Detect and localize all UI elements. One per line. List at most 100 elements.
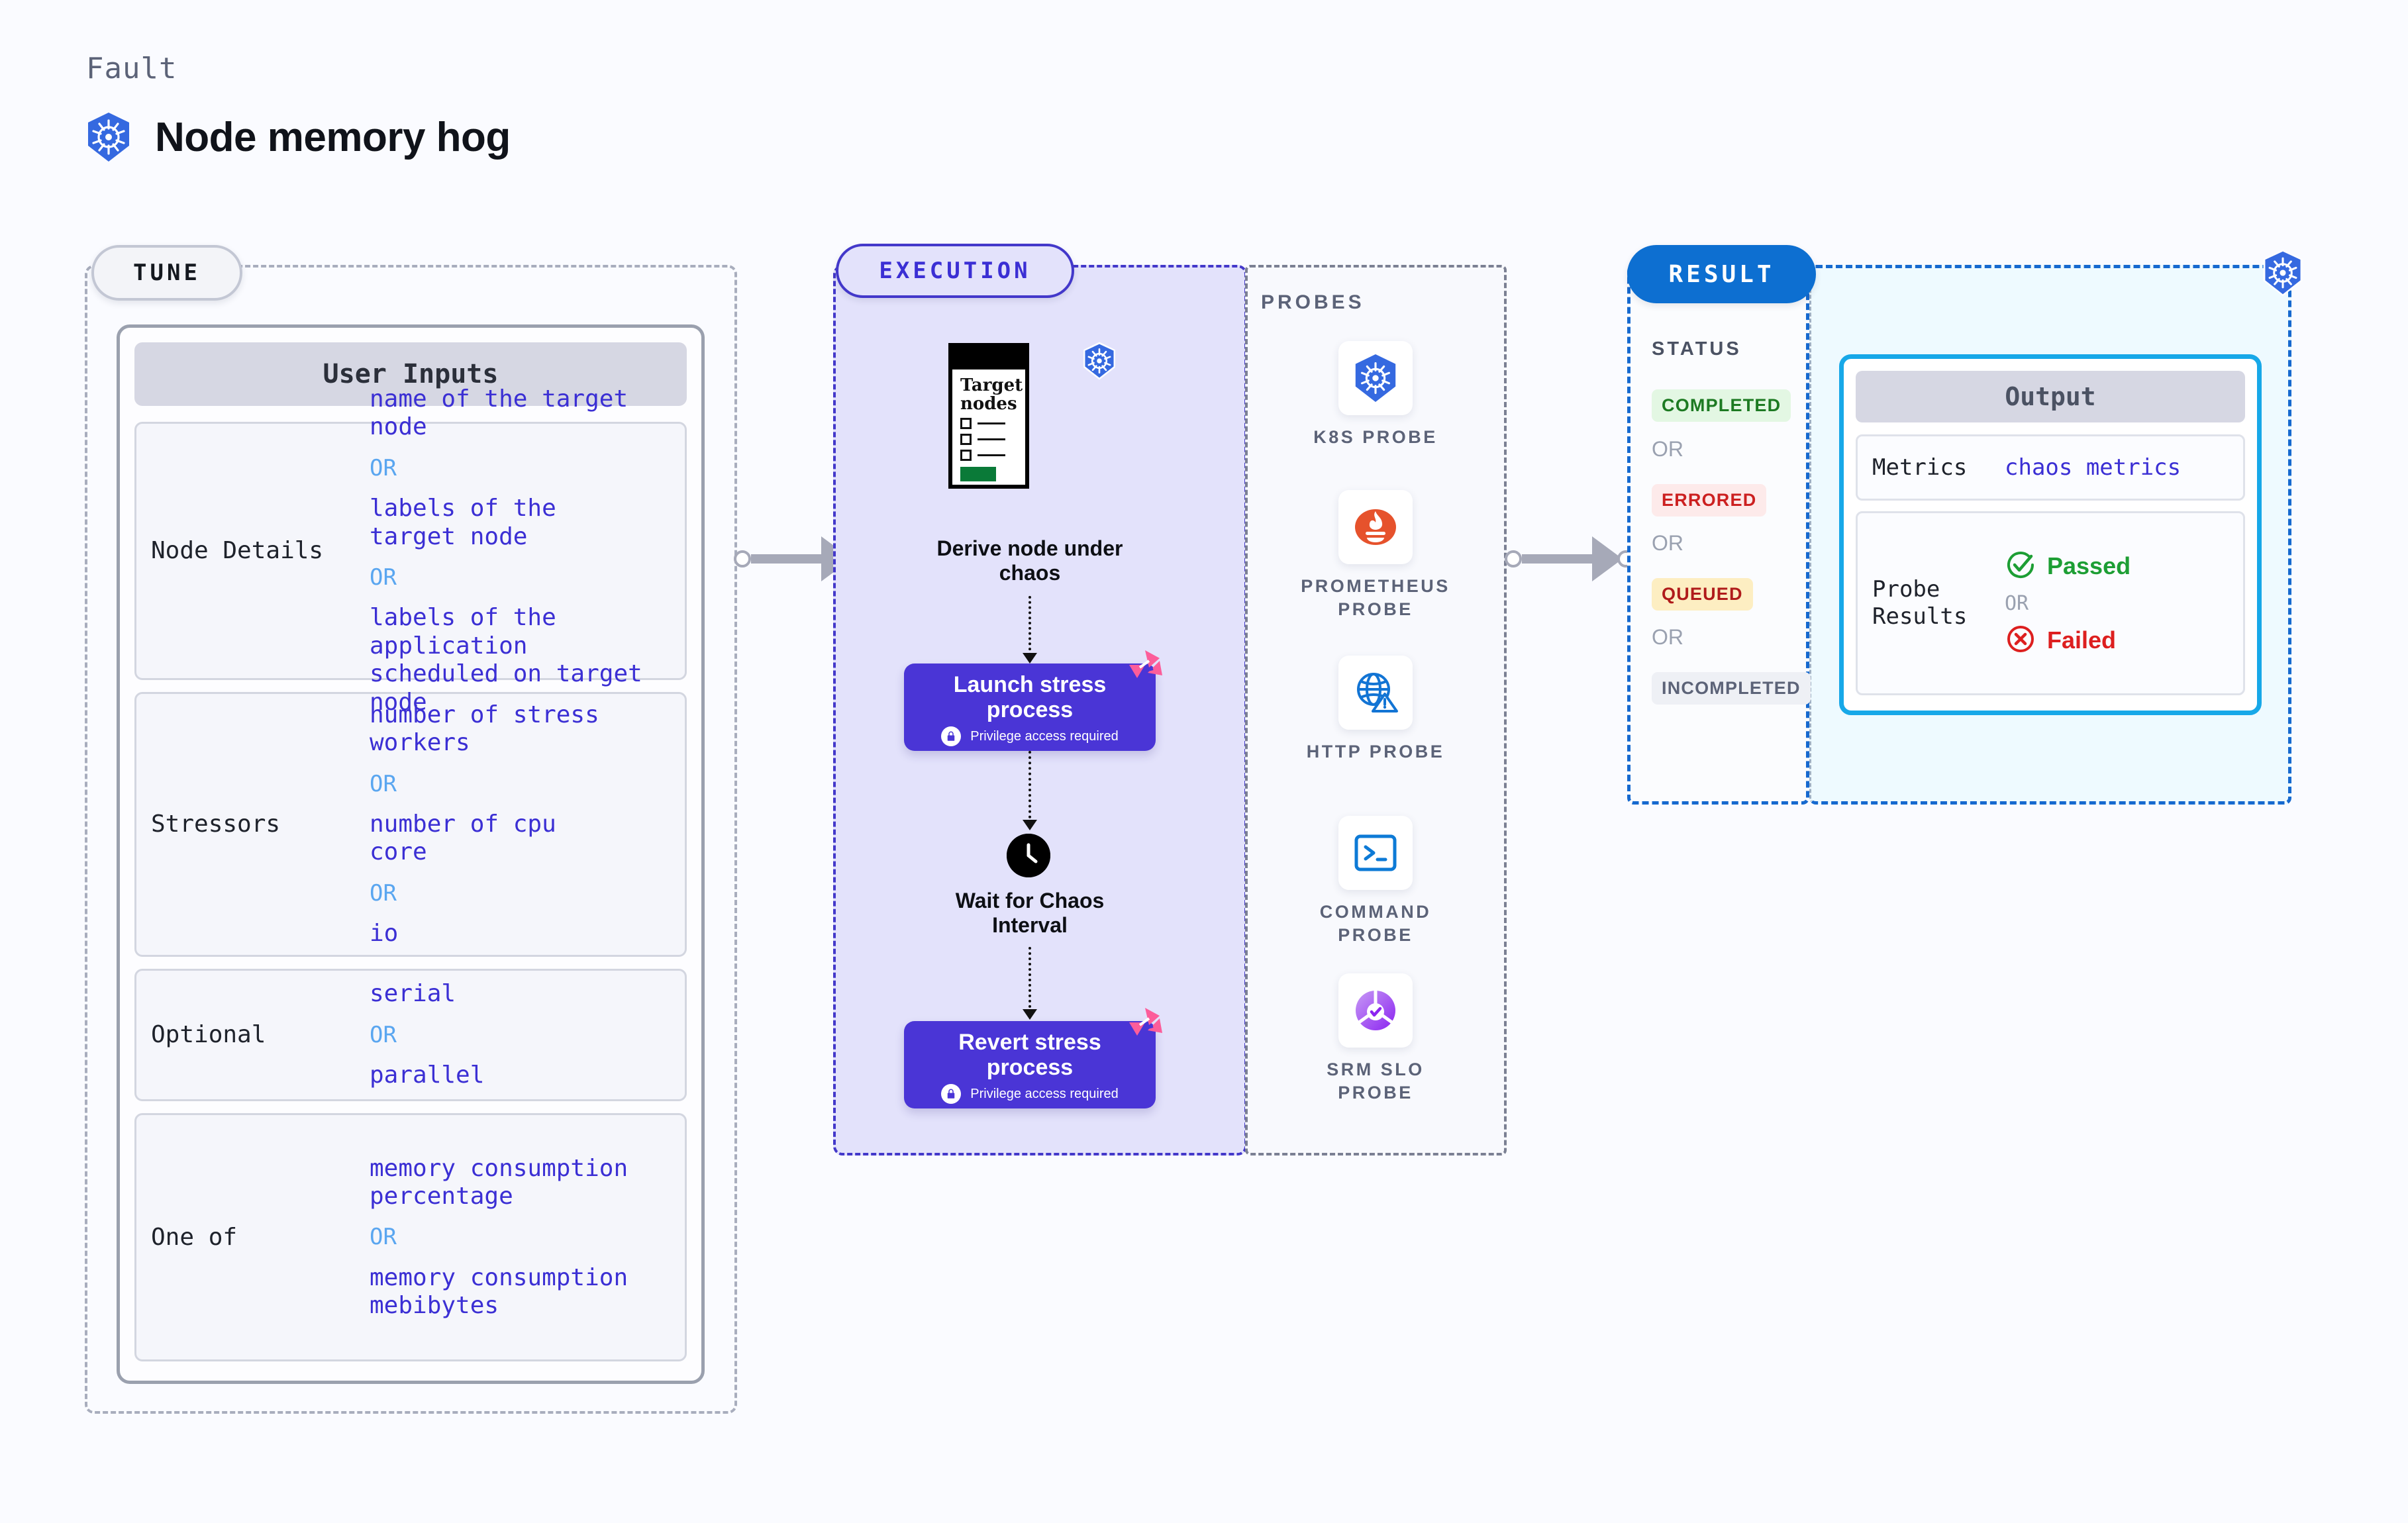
probe-command[interactable]: COMMAND PROBE bbox=[1266, 816, 1485, 947]
or-separator: OR bbox=[1652, 437, 1683, 461]
connector-line bbox=[751, 554, 824, 564]
step-label-derive: Derive node under chaos bbox=[936, 536, 1123, 585]
slo-gauge-icon bbox=[1338, 973, 1413, 1048]
step-label-wait: Wait for Chaos Interval bbox=[955, 889, 1105, 938]
row-label: One of bbox=[151, 1223, 238, 1251]
list-item bbox=[960, 418, 1025, 430]
row-values: number of stress workers OR number of cp… bbox=[370, 701, 599, 948]
row-label: Probe Results bbox=[1872, 576, 1968, 630]
step-subtitle: Privilege access required bbox=[970, 728, 1119, 744]
step-title: Revert stress process bbox=[958, 1029, 1101, 1080]
card-body: Target nodes bbox=[952, 369, 1025, 482]
terminal-icon bbox=[1338, 816, 1413, 890]
user-inputs-card: User Inputs Node Details name of the tar… bbox=[117, 324, 705, 1384]
status-title: STATUS bbox=[1652, 338, 1742, 360]
value-text: parallel bbox=[370, 1061, 485, 1089]
probe-k8s[interactable]: K8S PROBE bbox=[1266, 341, 1485, 449]
lock-icon bbox=[941, 1084, 962, 1105]
row-label: Node Details bbox=[151, 537, 324, 565]
checkbox-icon bbox=[960, 434, 972, 446]
target-nodes-card: Target nodes bbox=[948, 343, 1029, 489]
row-values: chaos metrics bbox=[2005, 454, 2181, 481]
list-item bbox=[960, 434, 1025, 446]
table-row: One of memory consumption percentage OR … bbox=[134, 1113, 687, 1361]
row-label: Metrics bbox=[1872, 454, 1968, 481]
page-title: Node memory hog bbox=[155, 114, 511, 160]
table-row: Optional serial OR parallel bbox=[134, 969, 687, 1101]
or-separator: OR bbox=[370, 879, 397, 907]
status-badge-queued: QUEUED bbox=[1652, 578, 1753, 611]
probe-prometheus[interactable]: PROMETHEUS PROBE bbox=[1266, 490, 1485, 621]
probes-title: PROBES bbox=[1261, 291, 1365, 313]
probe-label: HTTP PROBE bbox=[1306, 742, 1445, 762]
launch-stress-process-box[interactable]: Launch stress process Privilege access r… bbox=[904, 650, 1162, 751]
checkbox-icon bbox=[960, 450, 972, 462]
metrics-row: Metrics chaos metrics bbox=[1856, 434, 2245, 501]
tune-panel bbox=[85, 265, 737, 1414]
step-subtitle: Privilege access required bbox=[970, 1086, 1119, 1101]
line-placeholder bbox=[978, 422, 1005, 425]
value-text: serial bbox=[370, 980, 456, 1008]
globe-warning-icon bbox=[1338, 656, 1413, 730]
output-title: Output bbox=[1856, 371, 2245, 422]
user-inputs-title: User Inputs bbox=[134, 342, 687, 406]
value-text: name of the target node bbox=[370, 385, 628, 441]
flow-arrowhead bbox=[1023, 653, 1037, 663]
probe-label: K8S PROBE bbox=[1313, 427, 1438, 447]
green-bar bbox=[960, 467, 996, 482]
kubernetes-icon bbox=[1338, 341, 1413, 415]
probe-result-failed: Failed bbox=[2005, 623, 2131, 658]
or-separator: OR bbox=[370, 454, 397, 481]
result-pill-label: RESULT bbox=[1627, 245, 1816, 303]
connector-execution-to-result bbox=[1505, 536, 1634, 581]
status-badge-completed: COMPLETED bbox=[1652, 389, 1791, 422]
or-separator: OR bbox=[1652, 625, 1683, 649]
value-text: memory consumption mebibytes bbox=[370, 1263, 628, 1320]
value-text: labels of the target node bbox=[370, 495, 556, 550]
flow-connector bbox=[1028, 596, 1031, 656]
line-placeholder bbox=[978, 454, 1005, 457]
revert-stress-process-box[interactable]: Revert stress process Privilege access r… bbox=[904, 1008, 1162, 1108]
table-row: Stressors number of stress workers OR nu… bbox=[134, 692, 687, 957]
or-separator: OR bbox=[370, 770, 397, 797]
value-text: labels of the application scheduled on t… bbox=[370, 604, 642, 716]
lock-icon bbox=[941, 726, 962, 747]
target-nodes-title: Target nodes bbox=[960, 375, 1023, 415]
fault-header: Node memory hog bbox=[85, 111, 511, 163]
value-text: number of stress workers bbox=[370, 701, 599, 757]
status-badge-errored: ERRORED bbox=[1652, 484, 1767, 516]
tune-pill-label: TUNE bbox=[91, 245, 242, 301]
flow-connector bbox=[1028, 947, 1031, 1013]
connector-line bbox=[1522, 554, 1595, 564]
connector-start-dot bbox=[734, 550, 751, 567]
flow-arrowhead bbox=[1023, 1009, 1037, 1020]
value-text: io bbox=[370, 919, 399, 947]
probe-srm-slo[interactable]: SRM SLO PROBE bbox=[1266, 973, 1485, 1105]
connector-start-dot bbox=[1505, 550, 1522, 567]
row-label: Optional bbox=[151, 1021, 266, 1049]
kubernetes-icon bbox=[85, 111, 132, 163]
prometheus-icon bbox=[1338, 490, 1413, 564]
row-values: name of the target node OR labels of the… bbox=[370, 385, 685, 716]
card-titlebar bbox=[952, 347, 1025, 369]
execution-pill-label: EXECUTION bbox=[836, 244, 1074, 298]
or-separator: OR bbox=[370, 1021, 397, 1048]
row-values: memory consumption percentage OR memory … bbox=[370, 1155, 628, 1320]
row-label: Stressors bbox=[151, 811, 281, 838]
fault-eyebrow: Fault bbox=[86, 52, 177, 85]
value-text: number of cpu core bbox=[370, 810, 556, 866]
step-title: Launch stress process bbox=[953, 671, 1107, 722]
output-card: Output Metrics chaos metrics Probe Resul… bbox=[1839, 354, 2262, 715]
line-placeholder bbox=[978, 438, 1005, 441]
failed-label: Failed bbox=[2047, 626, 2117, 654]
value-text: memory consumption percentage bbox=[370, 1154, 628, 1210]
probe-label: COMMAND PROBE bbox=[1319, 902, 1432, 946]
check-circle-icon bbox=[2005, 549, 2036, 584]
list-item bbox=[960, 450, 1025, 462]
probe-http[interactable]: HTTP PROBE bbox=[1266, 656, 1485, 763]
table-row: Node Details name of the target node OR … bbox=[134, 385, 687, 716]
chaos-tag-icon bbox=[1127, 1007, 1165, 1045]
or-separator: OR bbox=[370, 1224, 397, 1251]
status-badge-incompleted: INCOMPLETED bbox=[1652, 672, 1811, 705]
